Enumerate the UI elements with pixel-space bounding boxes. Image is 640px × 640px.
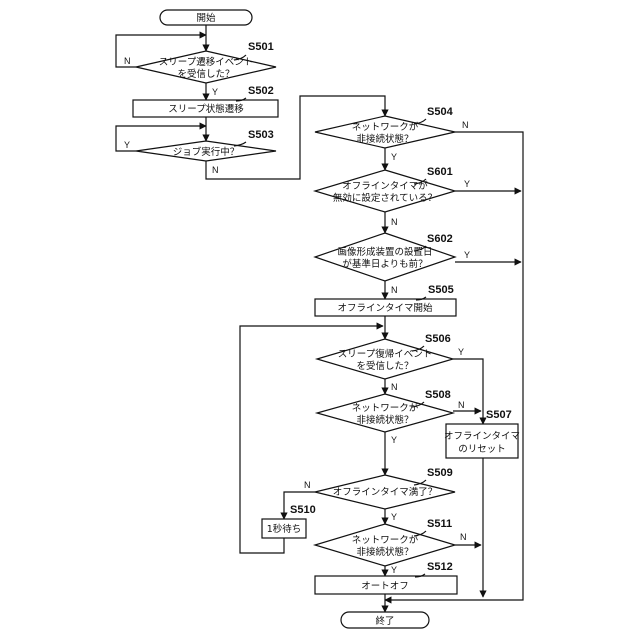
s501-no-label: N (124, 56, 131, 66)
s601-line2: 無効に設定されている？ (333, 192, 437, 204)
s509-no-label: N (304, 480, 311, 490)
s504-line2: 非接続状態？ (356, 133, 413, 145)
s504-yes-label: Y (391, 152, 397, 162)
s501-line2: を受信した？ (177, 68, 234, 80)
s602-line1: 画像形成装置の設置日 (337, 246, 432, 258)
s505-label: オフラインタイマ開始 (337, 302, 433, 314)
s602-yes-label: Y (464, 250, 470, 260)
s602-line2: が基準日よりも前？ (342, 258, 427, 270)
s506-no-label: N (391, 382, 398, 392)
s507-line2: のリセット (458, 444, 506, 455)
s508-step-label: S508 (425, 389, 451, 401)
s602-step-label: S602 (427, 233, 453, 245)
s510-label: 1秒待ち (267, 523, 302, 535)
s501-step-label: S501 (248, 41, 274, 53)
node-s508: ネットワークが 非接続状態？ S508 N Y (317, 389, 465, 445)
s510-step-label: S510 (290, 504, 316, 516)
s503-yes-label: Y (124, 140, 130, 150)
s501-yes-label: Y (212, 87, 218, 97)
s508-no-label: N (458, 400, 465, 410)
node-end: 終了 (341, 612, 429, 628)
start-label: 開始 (196, 12, 216, 24)
s601-yes-label: Y (464, 179, 470, 189)
node-s510: 1秒待ち S510 (262, 504, 316, 538)
s502-label: スリープ状態遷移 (168, 103, 244, 115)
s509-yes-label: Y (391, 512, 397, 522)
s602-no-label: N (391, 285, 398, 295)
s503-no-label: N (212, 165, 219, 175)
s508-line1: ネットワークが (352, 402, 419, 414)
s503-label: ジョブ実行中？ (173, 146, 240, 158)
s504-line1: ネットワークが (352, 121, 419, 133)
s601-no-label: N (391, 217, 398, 227)
s509-step-label: S509 (427, 467, 453, 479)
end-label: 終了 (375, 615, 394, 627)
s506-line2: を受信した？ (356, 360, 413, 372)
s601-step-label: S601 (427, 166, 453, 178)
s511-line2: 非接続状態？ (356, 546, 413, 558)
s503-leader (234, 142, 246, 146)
s508-line2: 非接続状態？ (356, 414, 413, 426)
s511-yes-label: Y (391, 565, 397, 575)
s601-line1: オフラインタイマが (342, 180, 428, 192)
s505-step-label: S505 (428, 284, 454, 296)
node-start: 開始 (160, 10, 252, 25)
s503-step-label: S503 (248, 129, 274, 141)
s501-line1: スリープ遷移イベント (159, 56, 253, 68)
s511-step-label: S511 (427, 518, 452, 530)
s509-label: オフラインタイマ満了？ (333, 487, 438, 498)
s504-no-label: N (462, 120, 469, 130)
node-s507: オフラインタイマ のリセット S507 (444, 409, 520, 458)
node-s504: ネットワークが 非接続状態？ S504 N Y (315, 106, 469, 162)
s511-line1: ネットワークが (352, 534, 419, 546)
node-s601: オフラインタイマが 無効に設定されている？ S601 Y N (315, 166, 470, 227)
s511-no-label: N (460, 532, 467, 542)
s512-label: オートオフ (361, 581, 409, 592)
s508-yes-label: Y (391, 435, 397, 445)
s502-step-label: S502 (248, 85, 274, 97)
node-s503: ジョブ実行中？ S503 Y N (124, 129, 276, 175)
s504-step-label: S504 (427, 106, 454, 118)
s506-yes-label: Y (458, 347, 464, 357)
s507-step-label: S507 (486, 409, 512, 421)
node-s509: オフラインタイマ満了？ S509 N Y (304, 467, 455, 522)
node-s506: スリープ復帰イベント を受信した？ S506 Y N (317, 333, 464, 392)
s506-step-label: S506 (425, 333, 451, 345)
s507-line1: オフラインタイマ (444, 431, 520, 442)
s512-step-label: S512 (427, 561, 453, 573)
